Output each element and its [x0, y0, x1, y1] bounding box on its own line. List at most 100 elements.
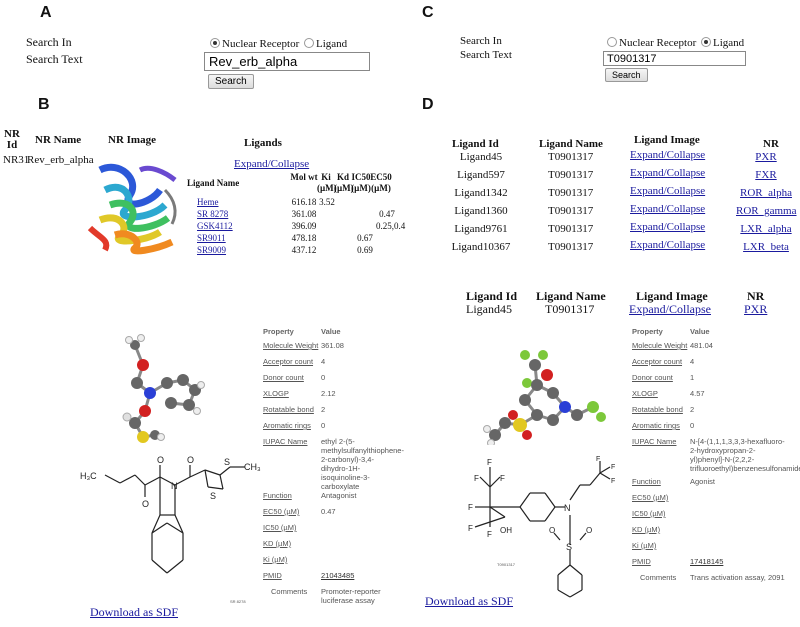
struct-ch3-label: CH₃ — [244, 462, 261, 472]
struct-caption: SR 8278 — [230, 599, 246, 604]
expand-collapse-link[interactable]: Expand/Collapse — [630, 239, 706, 251]
mol-wt-value: 396.09 — [291, 221, 317, 231]
struct-s-label: S — [566, 542, 572, 552]
pmid-link[interactable]: 17418145 — [690, 557, 724, 566]
expand-collapse-link[interactable]: Expand/Collapse — [630, 149, 706, 161]
nr-link[interactable]: ROR_alpha — [740, 187, 792, 199]
property-label: PMID — [263, 571, 282, 580]
search-text-label: Search Text — [460, 49, 512, 61]
mol-wt-value: 437.12 — [291, 245, 317, 255]
struct-f-label: F — [468, 503, 473, 512]
radio-ligand[interactable] — [304, 38, 315, 48]
kd-header: Kd (µM) — [334, 172, 354, 193]
download-sdf-link[interactable]: Download as SDF — [90, 605, 179, 619]
property-value: Agonist — [690, 477, 716, 486]
property-label: EC50 (µM) — [632, 493, 669, 502]
property-value: 481.04 — [690, 341, 713, 350]
search-in-label: Search In — [460, 35, 502, 47]
property-row: KD (µM) — [632, 525, 792, 541]
panel-label-d: D — [422, 96, 434, 113]
property-row: PMID 21043485 — [263, 571, 403, 587]
property-label: IUPAC Name — [632, 437, 677, 446]
detail-expand-link[interactable]: Expand/Collapse — [629, 302, 711, 316]
struct-o-label: O — [142, 499, 149, 509]
ligand-name-link[interactable]: SR9009 — [197, 245, 227, 255]
property-label: Comments — [640, 573, 677, 582]
struct-f-label: F — [474, 474, 479, 483]
struct-o-label: O — [157, 455, 164, 465]
pmid-link[interactable]: 21043485 — [321, 571, 355, 580]
ligand-name-link[interactable]: GSK4112 — [197, 221, 233, 231]
property-value — [690, 509, 788, 525]
ic50-value: 0.67 — [357, 233, 373, 243]
ligand-name-link[interactable]: Heme — [197, 197, 219, 207]
property-row: IC50 (µM) — [632, 509, 792, 525]
nr-link[interactable]: FXR — [755, 169, 777, 181]
detail-nr-header: NR — [747, 289, 765, 303]
panel-label-c: C — [422, 4, 434, 21]
radio-ligand[interactable] — [701, 37, 712, 47]
property-label: Rotatable bond — [263, 405, 314, 414]
ligand-name-link[interactable]: SR 8278 — [197, 209, 229, 219]
expand-collapse-link[interactable]: Expand/Collapse — [630, 203, 706, 215]
ligand-name-value: T0901317 — [548, 187, 594, 199]
nr-link[interactable]: LXR_alpha — [740, 223, 792, 235]
expand-collapse-link[interactable]: Expand/Collapse — [630, 185, 706, 197]
ligand-2d-structure: F F F F F F OH N S O O F F F T0901317 — [468, 456, 615, 598]
property-value — [321, 523, 391, 539]
property-value — [321, 555, 391, 571]
search-input[interactable] — [603, 51, 746, 66]
property-label: KD (µM) — [632, 525, 661, 534]
struct-f-label: F — [611, 464, 615, 471]
expand-collapse-link[interactable]: Expand/Collapse — [630, 167, 706, 179]
struct-f-label: F — [487, 530, 492, 539]
property-value: 1 — [690, 373, 695, 382]
nr-link[interactable]: PXR — [755, 151, 777, 163]
expand-collapse-link[interactable]: Expand/Collapse — [630, 221, 706, 233]
search-button[interactable]: Search — [605, 68, 648, 82]
detail-nr-link[interactable]: PXR — [744, 302, 768, 316]
ligand-id-header: Ligand Id — [452, 138, 499, 150]
ec50-value: 0.25,0.4 — [376, 221, 406, 231]
ligand-name-link[interactable]: SR9011 — [197, 233, 226, 243]
property-row: EC50 (µM) — [632, 493, 792, 509]
panel-label-b: B — [38, 96, 50, 113]
property-label: IC50 (µM) — [263, 523, 297, 532]
ligand-id-value: Ligand1360 — [454, 205, 508, 217]
property-value: 361.08 — [321, 341, 344, 350]
property-value: 4.57 — [690, 389, 705, 398]
property-label: PMID — [632, 557, 651, 566]
ic50-header: IC50 (µM) — [351, 172, 371, 193]
mol-wt-value: 361.08 — [291, 209, 317, 219]
search-text-label: Search Text — [26, 52, 83, 66]
property-value: ethyl 2-(5-methylsulfanylthiophene-2-car… — [321, 437, 404, 491]
search-input[interactable] — [204, 52, 370, 71]
property-label: EC50 (µM) — [263, 507, 300, 516]
expand-collapse-link[interactable]: Expand/Collapse — [234, 158, 310, 170]
radio-nuclear-receptor[interactable] — [607, 37, 617, 47]
property-value: N-[4-(1,1,1,3,3,3-hexafluoro-2-hydroxypr… — [690, 437, 800, 473]
property-value: 4 — [321, 357, 326, 366]
property-value: Antagonist — [321, 491, 357, 500]
mol-wt-header: Mol wt — [290, 172, 318, 182]
search-type-radios: Nuclear Receptor Ligand — [607, 37, 744, 49]
property-value: 2.12 — [321, 389, 336, 398]
download-sdf-link[interactable]: Download as SDF — [425, 594, 514, 608]
search-button[interactable]: Search — [208, 74, 254, 89]
nr-link[interactable]: ROR_gamma — [736, 205, 797, 217]
ligand-name-value: T0901317 — [548, 205, 594, 217]
nr-link[interactable]: LXR_beta — [743, 241, 789, 253]
property-label: IC50 (µM) — [632, 509, 666, 518]
ic50-value: 0.69 — [357, 245, 373, 255]
detail-ligand-image-header: Ligand Image — [636, 289, 708, 303]
radio-nuclear-receptor[interactable] — [210, 38, 220, 48]
property-value — [690, 525, 788, 541]
